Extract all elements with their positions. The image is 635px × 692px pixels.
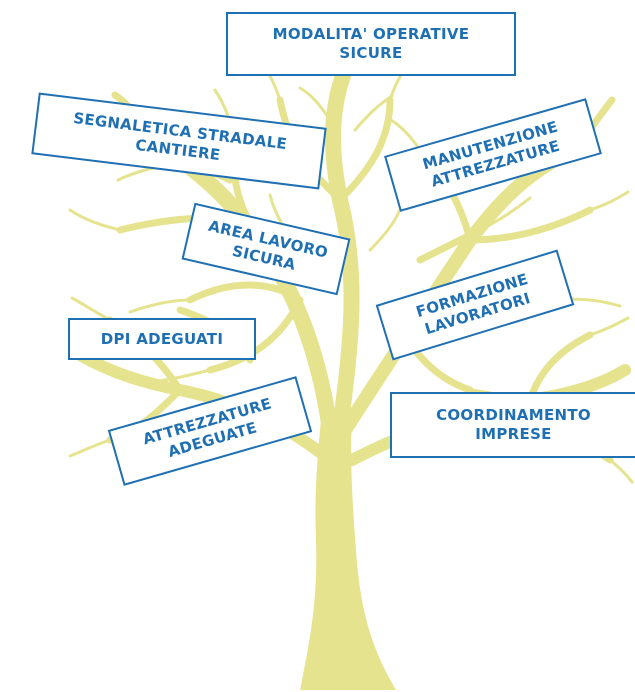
- tree-branch: [336, 96, 394, 204]
- tree-limb: [325, 62, 360, 438]
- tree-twig: [608, 458, 634, 484]
- tree-branch: [206, 296, 304, 374]
- tree-twig: [70, 296, 112, 322]
- tree-twig: [353, 94, 394, 132]
- box-dpi-adeguati: DPI ADEGUATI: [68, 318, 256, 360]
- tree-twig: [478, 196, 532, 232]
- box-modalita-operative-sicure: MODALITA' OPERATIVE SICURE: [226, 12, 516, 76]
- tree-twig: [128, 298, 192, 314]
- tree-twig: [148, 368, 212, 384]
- tree-twig: [298, 86, 332, 122]
- box-coordinamento-line-1: COORDINAMENTO: [436, 406, 591, 424]
- box-coordinamento-line-2: IMPRESE: [475, 425, 552, 443]
- tree-twig: [588, 316, 630, 337]
- tree-branch: [186, 281, 304, 304]
- box-coordinamento-imprese: COORDINAMENTO IMPRESE: [390, 392, 635, 458]
- tree-twig: [386, 116, 422, 152]
- tree-limb: [338, 143, 582, 437]
- box-modalita-line-2: SICURE: [339, 44, 403, 62]
- tree-branch: [466, 206, 594, 244]
- tree-branch: [416, 226, 484, 264]
- tree-twig: [588, 190, 630, 212]
- tree-twig: [68, 438, 112, 458]
- box-dpi-line-1: DPI ADEGUATI: [100, 329, 224, 348]
- tree-trunk: [300, 410, 396, 690]
- tree-twig: [68, 208, 122, 232]
- tree-branch: [526, 331, 594, 404]
- box-modalita-line-1: MODALITA' OPERATIVE: [272, 25, 470, 43]
